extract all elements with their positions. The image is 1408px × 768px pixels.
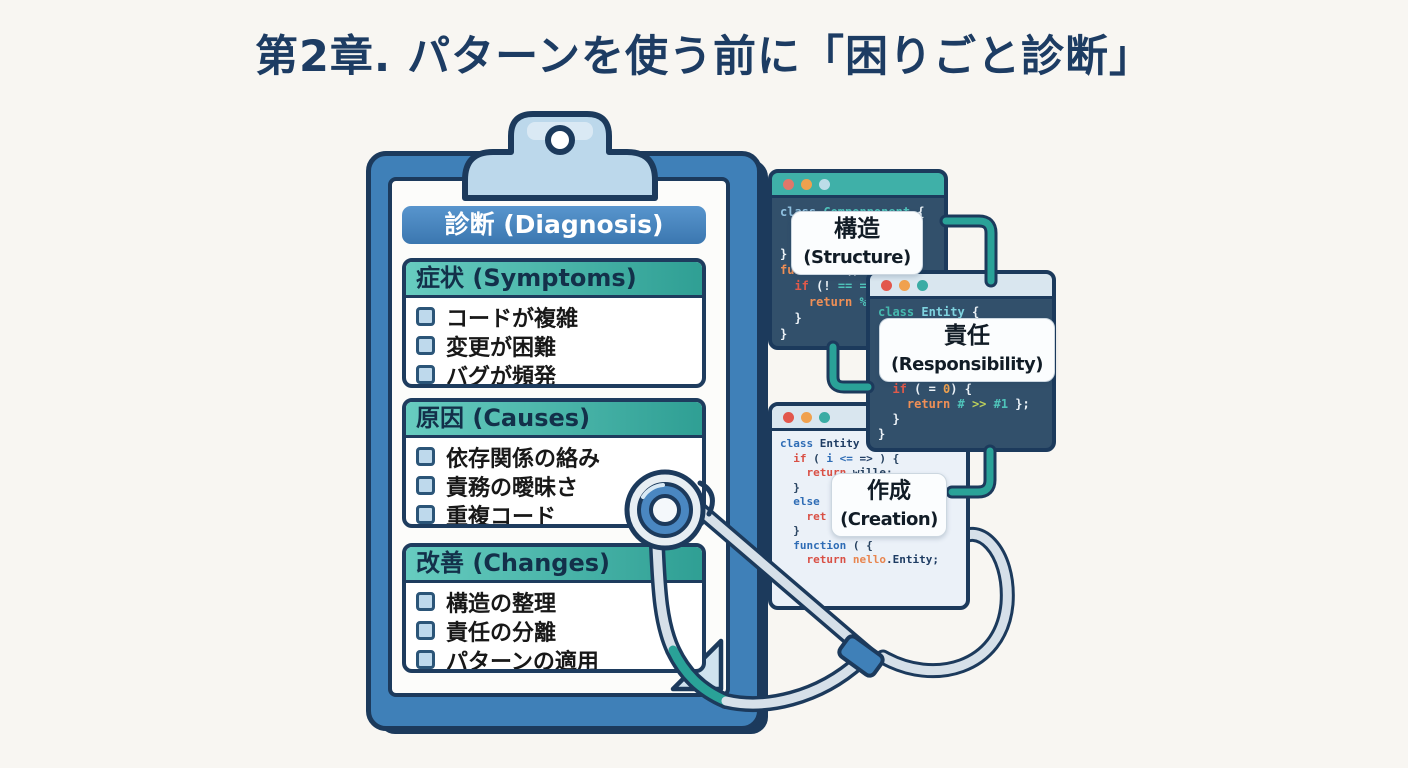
diagnosis-header: 診断 (Diagnosis): [402, 206, 706, 244]
window-dot-icon: [881, 279, 892, 291]
section-causes-rows: 依存関係の絡み責務の曖昧さ重複コード: [406, 438, 702, 528]
responsibility-label: 責任 (Responsibility): [879, 318, 1055, 382]
window-dot-icon: [899, 279, 910, 291]
checkbox-icon: [416, 592, 435, 611]
check-item-label: 責任の分離: [446, 620, 557, 646]
check-row: バグが頻発: [416, 360, 692, 388]
code-line: return nello.Entity;: [780, 553, 939, 566]
check-row: 責務の曖昧さ: [416, 471, 692, 501]
creation-label-ja: 作成: [866, 479, 911, 504]
code-line: }: [780, 480, 800, 494]
check-item-label: 構造の整理: [446, 591, 557, 617]
section-causes: 原因 (Causes) 依存関係の絡み責務の曖昧さ重複コード: [402, 398, 706, 528]
window-dot-icon: [783, 178, 794, 190]
check-item-label: 依存関係の絡み: [446, 446, 601, 472]
check-item-label: コードが複雑: [446, 306, 579, 332]
window-responsibility-titlebar: [870, 274, 1052, 299]
code-gap: [780, 568, 958, 576]
checkbox-icon: [416, 650, 435, 669]
check-row: 重複コード: [416, 500, 692, 528]
code-line: return %: [780, 295, 867, 309]
window-dot-icon: [819, 411, 830, 423]
checkbox-icon: [416, 447, 435, 466]
window-structure-titlebar: [772, 173, 944, 198]
code-line: }: [878, 427, 886, 441]
checkbox-icon: [416, 505, 435, 524]
code-line: if ( = 0) {: [878, 382, 972, 396]
check-row: 変更が困難: [416, 331, 692, 361]
tube-junction-sleeve-icon: [837, 634, 885, 678]
window-dot-icon: [917, 279, 928, 291]
check-item-label: パターンの適用: [446, 649, 599, 673]
checkbox-icon: [416, 476, 435, 495]
code-line: }: [780, 327, 788, 341]
structure-label-en: (Structure): [803, 247, 911, 268]
code-line: return # >> #1 };: [878, 397, 1030, 411]
window-dot-icon: [801, 411, 812, 423]
section-changes-rows: 構造の整理責任の分離パターンの適用: [406, 583, 702, 673]
check-row: 依存関係の絡み: [416, 442, 692, 472]
window-dot-icon: [819, 178, 830, 190]
code-line: class Entity: [780, 437, 860, 450]
code-line: }: [780, 575, 787, 589]
checkbox-icon: [416, 621, 435, 640]
checkbox-icon: [416, 365, 435, 384]
check-item-label: バグが頻発: [446, 364, 557, 388]
window-dot-icon: [783, 411, 794, 423]
check-item-label: 変更が困難: [446, 335, 557, 361]
responsibility-label-ja: 責任: [944, 323, 990, 349]
structure-label-ja: 構造: [834, 216, 880, 242]
section-causes-header: 原因 (Causes): [406, 402, 702, 438]
check-row: コードが複雑: [416, 302, 692, 332]
code-line: function ( {: [780, 538, 873, 552]
check-row: パターンの適用: [416, 645, 692, 673]
check-row: 責任の分離: [416, 616, 692, 646]
section-symptoms-rows: コードが複雑変更が困難バグが頻発: [406, 298, 702, 388]
structure-label: 構造 (Structure): [791, 211, 923, 275]
creation-label: 作成 (Creation): [831, 473, 947, 537]
checkbox-icon: [416, 307, 435, 326]
section-changes: 改善 (Changes) 構造の整理責任の分離パターンの適用: [402, 543, 706, 673]
window-dot-icon: [801, 178, 812, 190]
creation-label-en: (Creation): [840, 509, 938, 530]
section-symptoms-header: 症状 (Symptoms): [406, 262, 702, 298]
page-title: 第2章. パターンを使う前に「困りごと診断」: [254, 32, 1154, 82]
checkbox-icon: [416, 336, 435, 355]
code-line: class Entity {: [878, 305, 980, 319]
check-item-label: 責務の曖昧さ: [446, 475, 579, 501]
responsibility-label-en: (Responsibility): [891, 354, 1043, 375]
code-line: if ( i <= => ) {: [780, 451, 900, 465]
section-changes-header: 改善 (Changes): [406, 547, 702, 583]
section-symptoms: 症状 (Symptoms) コードが複雑変更が困難バグが頻発: [402, 258, 706, 388]
check-item-label: 重複コード: [446, 504, 557, 528]
code-line: }: [780, 311, 802, 325]
window-responsibility-code: class Entity { if ( = 0) { return # >> #…: [870, 299, 1052, 448]
code-line: }: [878, 412, 900, 426]
check-row: 構造の整理: [416, 587, 692, 617]
